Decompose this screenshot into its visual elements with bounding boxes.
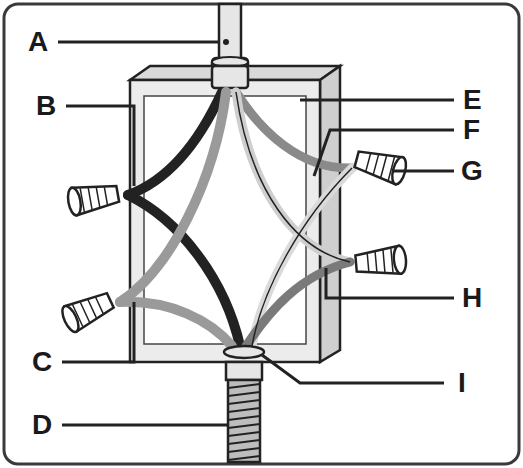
- frame: [4, 4, 519, 464]
- wire-nuts: [59, 146, 408, 334]
- rigid-conduit: [219, 4, 241, 62]
- callout-letter: A: [26, 28, 50, 56]
- wires: [120, 92, 352, 346]
- bottom-connector-body: [226, 362, 262, 380]
- callout-letter: B: [34, 92, 58, 120]
- callout-letter: E: [461, 86, 484, 114]
- callout-letter: G: [459, 157, 485, 185]
- callout-letter: D: [30, 411, 54, 439]
- conduit-connector-front: [212, 66, 248, 88]
- callout-letter: C: [30, 348, 54, 376]
- conduit-connector: [212, 58, 248, 88]
- box-side: [320, 66, 340, 362]
- flexible-conduit: [228, 380, 260, 462]
- callout-letter: H: [460, 284, 484, 312]
- bottom-connector: [224, 346, 264, 358]
- conduit-ridges: [228, 384, 260, 460]
- callout-letter: F: [461, 116, 482, 144]
- callout-letter: I: [456, 369, 468, 397]
- leader-lines: [58, 39, 454, 425]
